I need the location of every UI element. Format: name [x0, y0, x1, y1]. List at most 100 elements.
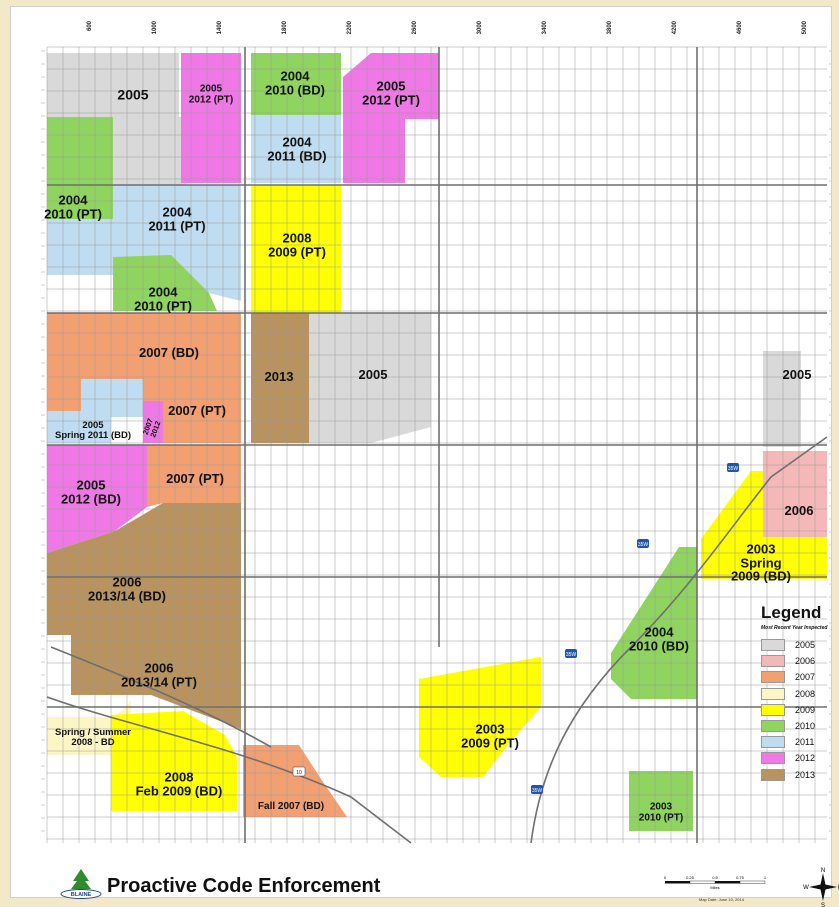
top-label-1400: 1400 [217, 20, 223, 34]
region-2005-2012-pt-north[interactable]: 2005 2012 (PT) [362, 78, 420, 107]
legend-swatch [761, 736, 785, 749]
legend-swatch [761, 655, 785, 668]
region-2007-pt-south[interactable]: 2007 (PT) [166, 471, 224, 487]
region-2004-2011-pt[interactable]: 2004 2011 (PT) [148, 204, 206, 233]
route-shield-3: 35W [565, 649, 577, 658]
legend-swatch [761, 639, 785, 652]
region-2007-pt[interactable]: 2007 (PT) [168, 403, 226, 419]
region-2004-2011-bd[interactable]: 2004 2011 (BD) [267, 134, 327, 163]
route-shield-5: 10 [292, 766, 306, 777]
region-spring-summer-2008-bd[interactable]: Spring / Summer 2008 - BD [54, 727, 132, 748]
legend-item-2005: 2005 [753, 637, 835, 653]
zone-2007-fall-bd[interactable] [243, 745, 347, 817]
legend-swatch [761, 687, 785, 700]
edge-ticks [41, 50, 831, 832]
zone-2005-central[interactable] [309, 313, 431, 443]
zone-2013-central[interactable] [251, 313, 309, 443]
zone-2010-pt-se[interactable] [629, 771, 693, 831]
legend-swatch [761, 671, 785, 684]
zone-2012-bd[interactable] [47, 445, 147, 553]
top-label-5000: 5000 [802, 20, 808, 34]
zone-2009-spring-bd[interactable] [701, 471, 827, 579]
region-2006-2013-14-bd[interactable]: 2006 2013/14 (BD) [87, 574, 167, 603]
region-2005-east[interactable]: 2005 [782, 367, 812, 383]
region-2006-east[interactable]: 2006 [784, 503, 814, 519]
legend-item-2009: 2009 [753, 702, 835, 718]
legend-title: Legend [761, 603, 822, 622]
north-label: N [821, 868, 825, 874]
top-label-3800: 3800 [607, 20, 613, 34]
region-2005-nw[interactable]: 2005 [117, 86, 149, 103]
legend-label: 2013 [795, 769, 816, 780]
legend-subtitle: Most Recent Year Inspected [761, 625, 828, 631]
zone-2012-pt[interactable] [181, 53, 241, 183]
region-2005-2012-pt[interactable]: 2005 2012 (PT) [188, 83, 234, 105]
region-2004-2010-pt[interactable]: 2004 2010 (PT) [44, 192, 102, 221]
zone-2012-pt-north[interactable] [343, 53, 439, 183]
region-2004-2010-pt-south[interactable]: 2004 2010 (PT) [134, 284, 192, 313]
top-label-600: 600 [87, 20, 93, 31]
route-shield-2: 35W [637, 539, 649, 548]
legend-item-2007: 2007 [753, 669, 835, 685]
zone-2007-pt[interactable] [143, 379, 241, 443]
zone-2012-small[interactable] [143, 401, 163, 443]
top-label-3400: 3400 [542, 20, 548, 34]
top-label-4200: 4200 [672, 20, 678, 34]
region-2013[interactable]: 2013 [264, 369, 294, 385]
region-2008-2009-pt[interactable]: 2008 2009 (PT) [268, 230, 326, 259]
region-2003-spring-2009-bd[interactable]: 2003 Spring 2009 (BD) [731, 541, 791, 584]
region-fall-2007-bd[interactable]: Fall 2007 (BD) [257, 800, 325, 812]
legend-label: 2010 [795, 721, 816, 732]
zone-2011-pt-left[interactable] [47, 219, 113, 275]
region-2005-2012-bd[interactable]: 2005 2012 (BD) [61, 477, 121, 506]
top-label-1800: 1800 [282, 20, 288, 34]
zone-2009-pt[interactable] [251, 185, 341, 313]
zone-2006-east[interactable] [763, 451, 827, 537]
legend-item-2008: 2008 [753, 686, 835, 702]
zone-2010-bd[interactable] [251, 53, 341, 115]
legend-item-2011: 2011 [753, 734, 835, 750]
zone-2011-bd[interactable] [251, 115, 341, 183]
zone-2007-pt-south[interactable] [147, 445, 241, 507]
region-2003-2010-pt[interactable]: 2003 2010 (PT) [638, 801, 684, 823]
legend-item-2013: 2013 [753, 767, 835, 783]
scale-bar: 0 0.25 0.5 0.75 1 Miles [664, 875, 767, 890]
region-2005-central[interactable]: 2005 [358, 367, 388, 383]
svg-text:35W: 35W [566, 652, 577, 658]
route-shield-4: 35W [531, 785, 543, 794]
zone-2010-nw-small[interactable] [47, 117, 113, 185]
top-label-2600: 2600 [412, 20, 418, 34]
scale-tick-1: 0.25 [686, 875, 695, 880]
legend-swatch [761, 752, 785, 765]
zone-2013-14-pt[interactable] [71, 635, 241, 729]
region-2004-2010-bd-east[interactable]: 2004 2010 (BD) [629, 624, 689, 653]
region-2008-feb-2009-bd[interactable]: 2008 Feb 2009 (BD) [135, 769, 223, 798]
footer-title: Proactive Code Enforcement [107, 875, 381, 897]
region-2007-bd[interactable]: 2007 (BD) [139, 345, 199, 361]
zone-2009-feb-bd[interactable] [111, 711, 237, 811]
svg-text:35W: 35W [638, 542, 649, 548]
region-2003-2009-pt[interactable]: 2003 2009 (PT) [461, 721, 519, 750]
legend-label: 2012 [795, 753, 816, 764]
zone-layer [47, 53, 827, 831]
zone-2008-bd[interactable] [47, 701, 131, 755]
region-2004-2010-bd[interactable]: 2004 2010 (BD) [265, 68, 325, 97]
top-label-4600: 4600 [737, 20, 743, 34]
legend-item-2012: 2012 [753, 750, 835, 766]
north-arrow-icon: N S W E [803, 868, 839, 907]
svg-text:10: 10 [296, 770, 302, 776]
legend-label: 2006 [795, 656, 816, 667]
route-shields: 35W 35W 35W 35W 10 [292, 463, 739, 794]
region-2006-2013-14-pt[interactable]: 2006 2013/14 (PT) [121, 660, 197, 689]
major-roads [46, 47, 828, 844]
region-2005-spring-2011-bd[interactable]: 2005 Spring 2011 (BD) [54, 420, 132, 441]
zone-2009-pt-south[interactable] [419, 657, 541, 777]
route-shield-1: 35W [727, 463, 739, 472]
zone-2013-14-bd[interactable] [47, 503, 241, 635]
top-label-1000: 1000 [152, 20, 158, 34]
